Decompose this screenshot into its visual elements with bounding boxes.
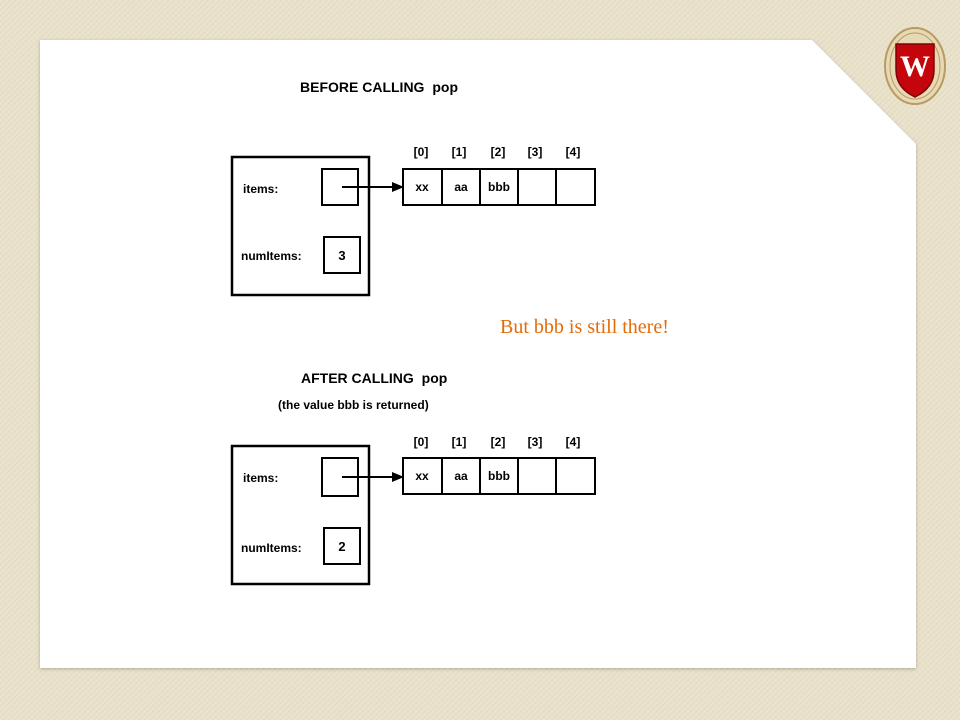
array-cell: aa <box>454 469 468 483</box>
after-pointer-arrow <box>342 472 404 482</box>
before-array: xx aa bbb <box>402 168 596 206</box>
after-array: xx aa bbb <box>402 457 596 495</box>
after-title: AFTER CALLING pop <box>301 370 447 386</box>
array-cell: bbb <box>488 469 510 483</box>
after-numitems-value: 2 <box>338 539 345 554</box>
before-numitems-value: 3 <box>338 248 345 263</box>
note-text: But bbb is still there! <box>500 316 669 338</box>
after-items-label: items: <box>243 471 278 485</box>
uw-crest-icon: W <box>884 27 946 105</box>
array-cell: bbb <box>488 180 510 194</box>
index-label: [4] <box>566 435 581 449</box>
before-items-label: items: <box>243 182 278 196</box>
index-label: [3] <box>528 145 543 159</box>
array-cell: xx <box>415 469 429 483</box>
before-numitems-label: numItems: <box>241 249 302 263</box>
index-label: [0] <box>414 145 429 159</box>
index-label: [0] <box>414 435 429 449</box>
before-pointer-arrow <box>342 182 404 192</box>
index-label: [4] <box>566 145 581 159</box>
after-numitems-label: numItems: <box>241 541 302 555</box>
after-stack-object <box>230 444 371 586</box>
index-label: [2] <box>491 145 506 159</box>
index-label: [3] <box>528 435 543 449</box>
after-diagram: AFTER CALLING pop (the value bbb is retu… <box>230 370 596 586</box>
index-label: [1] <box>452 435 467 449</box>
crest-letter: W <box>900 50 930 83</box>
slide-panel <box>40 40 916 668</box>
before-stack-object <box>230 155 371 297</box>
before-diagram: BEFORE CALLING pop [0] [1] [2] [3] [4] i… <box>230 79 596 297</box>
index-label: [2] <box>491 435 506 449</box>
after-index-labels: [0] [1] [2] [3] [4] <box>414 435 581 449</box>
before-title: BEFORE CALLING pop <box>300 79 458 95</box>
before-index-labels: [0] [1] [2] [3] [4] <box>414 145 581 159</box>
before-numitems-field <box>323 236 361 274</box>
index-label: [1] <box>452 145 467 159</box>
array-cell: aa <box>454 180 468 194</box>
array-cell: xx <box>415 180 429 194</box>
after-subtitle: (the value bbb is returned) <box>278 398 429 412</box>
after-numitems-field <box>323 527 361 565</box>
